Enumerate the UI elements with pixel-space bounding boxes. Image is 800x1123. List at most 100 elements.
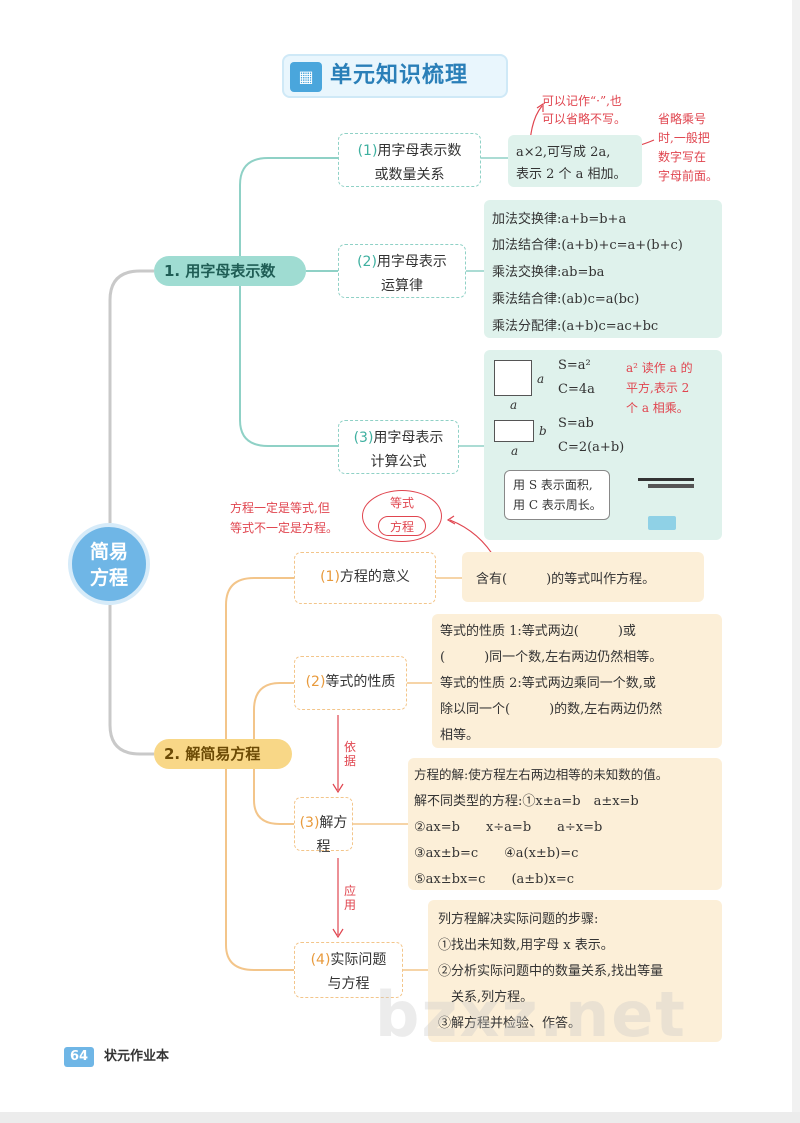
equation-note: 方程一定是等式,但 等式不一定是方程。 [230, 498, 338, 538]
note-line: 数字写在 [658, 150, 707, 164]
arrow-char: 依 [344, 740, 357, 754]
arrow-char: 应 [344, 884, 357, 898]
step-line: ②分析实际问题中的数量关系,找出等量 [438, 964, 664, 979]
prop-line: 相等。 [440, 728, 480, 743]
branch1-node: 1. 用字母表示数 [154, 256, 306, 286]
sub-num: (2) [357, 254, 377, 270]
note-line: 等式不一定是方程。 [230, 521, 339, 535]
prop-line: 等式的性质 2:等式两边乘同一个数,或 [440, 676, 656, 691]
law-item: 乘法分配律:(a+b)c=ac+bc [492, 319, 659, 334]
step-line: 列方程解决实际问题的步骤: [438, 912, 599, 927]
sub-text: 用字母表示数 [377, 143, 462, 159]
sub-text: 用字母表示 [376, 254, 447, 270]
sub-text: 等式的性质 [325, 674, 396, 690]
branch2-sub1: (1)方程的意义 [294, 552, 436, 604]
solve-line: 解不同类型的方程:①x±a=b a±x=b [414, 794, 639, 809]
solve-line: 方程的解:使方程左右两边相等的未知数的值。 [414, 767, 669, 782]
notation-box: a×2,可写成 2a, 表示 2 个 a 相加。 [508, 135, 642, 187]
sub-text2: 与方程 [327, 976, 370, 992]
board-icon: ▦ [290, 62, 322, 92]
sub-text: 解方程 [316, 815, 348, 855]
meaning-text: 含有( )的等式叫作方程。 [476, 572, 656, 587]
central-line2: 方程 [89, 567, 128, 589]
arrow2-label: 应 用 [344, 884, 358, 912]
set-relation-oval [362, 490, 442, 542]
solve-line: ②ax=b x÷a=b a÷x=b [414, 820, 603, 835]
sub-num: (1) [320, 569, 340, 585]
note-line: 省略乘号 [658, 112, 707, 126]
sub-text2: 计算公式 [370, 454, 427, 470]
bubble-line: 用 C 表示周长。 [513, 498, 602, 512]
note-line: 时,一般把 [658, 131, 710, 145]
law-item: 乘法交换律:ab=ba [492, 265, 605, 280]
central-line1: 简易 [89, 541, 128, 563]
sub-num: (2) [305, 674, 326, 690]
sub-text2: 运算律 [381, 278, 423, 294]
note-line: 个 a 相乘。 [626, 401, 689, 415]
law-item: 乘法结合律:(ab)c=a(bc) [492, 292, 640, 307]
notation-line2: 表示 2 个 a 相加。 [516, 167, 627, 182]
note-line: 方程一定是等式,但 [230, 501, 330, 515]
rect-perimeter-formula: C=2(a+b) [558, 440, 625, 455]
note-line: 平方,表示 2 [626, 381, 690, 395]
solve-equation-box: 方程的解:使方程左右两边相等的未知数的值。 解不同类型的方程:①x±a=b a±… [408, 758, 722, 890]
step-line: ①找出未知数,用字母 x 表示。 [438, 938, 614, 953]
illustration-figure [634, 478, 698, 492]
step-line: 关系,列方程。 [438, 990, 534, 1005]
watermark: bzxz.net [375, 978, 687, 1051]
page-number: 64 [64, 1047, 94, 1067]
prop-line: 等式的性质 1:等式两边( )或 [440, 624, 636, 639]
rect-side-label: b [539, 424, 547, 438]
branch1-sub3: (3)用字母表示 计算公式 [338, 420, 459, 474]
sub-num: (1) [357, 143, 378, 159]
square-bottom-label: a [510, 398, 518, 412]
sub-text: 用字母表示 [373, 430, 444, 446]
arrow-char: 据 [344, 754, 357, 768]
bubble-line: 用 S 表示面积, [513, 478, 593, 492]
sub-text2: 或数量关系 [374, 167, 445, 183]
square-shape [494, 360, 532, 396]
sub-text: 方程的意义 [339, 569, 410, 585]
law-item: 加法结合律:(a+b)+c=a+(b+c) [492, 238, 683, 253]
rectangle-shape [494, 420, 534, 442]
oval-inner-pill [378, 516, 426, 536]
prop-line: 除以同一个( )的数,左右两边仍然 [440, 702, 663, 717]
word-problem-steps-box: 列方程解决实际问题的步骤: ①找出未知数,用字母 x 表示。 ②分析实际问题中的… [428, 900, 722, 1042]
speech-bubble: 用 S 表示面积, 用 C 表示周长。 [504, 470, 610, 520]
rect-bottom-label: a [511, 444, 519, 458]
square-side-label: a [537, 372, 545, 386]
sub-num: (3) [299, 815, 320, 831]
rect-area-formula: S=ab [558, 416, 594, 431]
note-line: 可以省略不写。 [542, 112, 627, 126]
oval-inner-label: 方程 [389, 520, 414, 534]
square-read-note: a² 读作 a 的 平方,表示 2 个 a 相乘。 [626, 358, 693, 418]
equation-meaning-box: 含有( )的等式叫作方程。 [462, 552, 704, 602]
solve-line: ⑤ax±bx=c (a±b)x=c [414, 872, 575, 887]
prop-line: ( )同一个数,左右两边仍然相等。 [440, 650, 663, 665]
arrow1-label: 依 据 [344, 740, 358, 768]
laws-box: 加法交换律:a+b=b+a 加法结合律:(a+b)+c=a+(b+c) 乘法交换… [484, 200, 722, 338]
sub-num: (4) [310, 952, 331, 968]
note-line: 字母前面。 [658, 169, 719, 183]
square-perimeter-formula: C=4a [558, 382, 595, 397]
sub-text: 实际问题 [330, 952, 387, 968]
multiply-sign-note: 可以记作“·”,也 可以省略不写。 [542, 92, 626, 128]
omit-sign-note: 省略乘号 时,一般把 数字写在 字母前面。 [658, 110, 718, 186]
central-node: 简易 方程 [68, 523, 150, 605]
arrow-char: 用 [344, 898, 357, 912]
title-banner: ▦ 单元知识梳理 [282, 54, 508, 98]
page-title: 单元知识梳理 [330, 63, 469, 88]
branch2-sub2: (2)等式的性质 [294, 656, 407, 710]
notation-line1: a×2,可写成 2a, [516, 145, 611, 160]
oval-outer-label: 等式 [389, 496, 414, 510]
illustration-desk [648, 516, 676, 530]
branch2-sub4: (4)实际问题 与方程 [294, 942, 403, 998]
note-line: 可以记作“·”,也 [542, 94, 622, 108]
branch1-sub1: (1)用字母表示数 或数量关系 [338, 133, 481, 187]
note-line: a² 读作 a 的 [626, 361, 693, 375]
sub-num: (3) [353, 430, 374, 446]
square-area-formula: S=a² [558, 358, 591, 373]
book-name: 状元作业本 [104, 1049, 170, 1064]
branch2-node: 2. 解简易方程 [154, 739, 292, 769]
branch1-sub2: (2)用字母表示 运算律 [338, 244, 466, 298]
